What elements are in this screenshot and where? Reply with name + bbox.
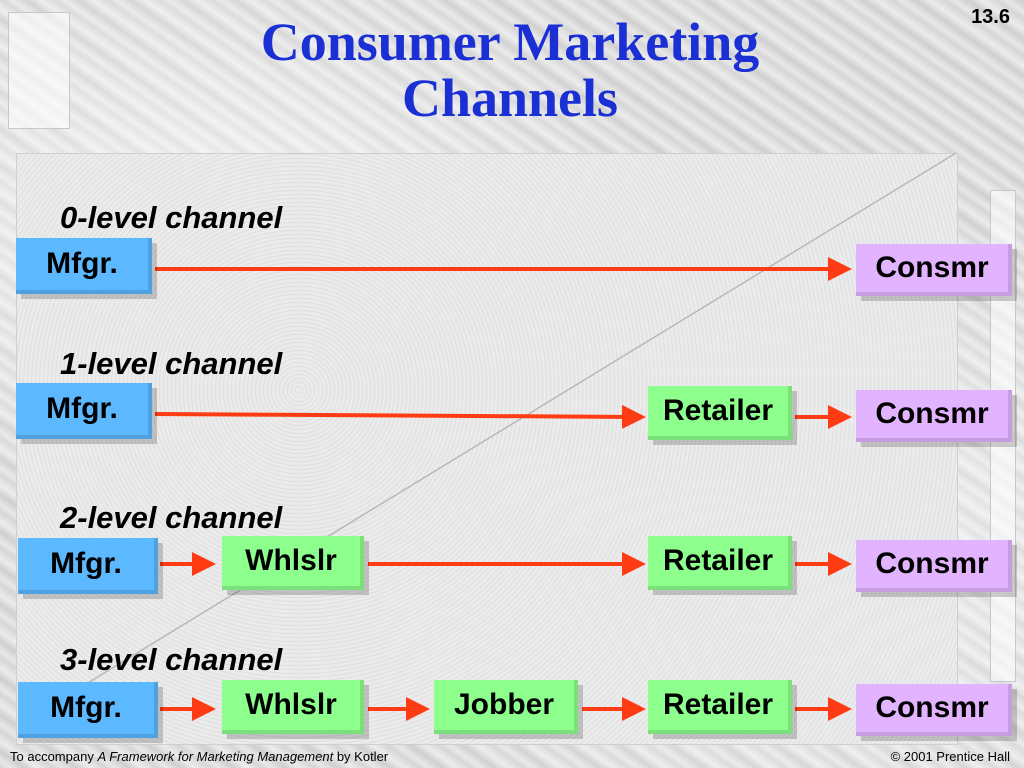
slide-title: Consumer Marketing Channels	[100, 14, 920, 126]
node-l1-retailer: Retailer	[648, 386, 792, 440]
footer-copyright: © 2001 Prentice Hall	[890, 749, 1010, 764]
level-label-0: 0-level channel	[60, 200, 283, 235]
title-line-1: Consumer Marketing	[260, 12, 760, 72]
node-l0-mfgr: Mfgr.	[16, 238, 152, 294]
footer-suffix: by Kotler	[333, 749, 389, 764]
level-label-3: 3-level channel	[60, 642, 283, 677]
footer-book-title: A Framework for Marketing Management	[97, 749, 334, 764]
level-label-1: 1-level channel	[60, 346, 283, 381]
diagram-panel	[16, 153, 958, 745]
node-l3-jobber: Jobber	[434, 680, 578, 734]
node-l3-retailer: Retailer	[648, 680, 792, 734]
node-l3-mfgr: Mfgr.	[18, 682, 158, 738]
level-label-2: 2-level channel	[60, 500, 283, 535]
node-l1-consmr: Consmr	[856, 390, 1012, 442]
footer-citation: To accompany A Framework for Marketing M…	[10, 749, 388, 764]
node-l2-consmr: Consmr	[856, 540, 1012, 592]
node-l2-mfgr: Mfgr.	[18, 538, 158, 594]
node-l3-consmr: Consmr	[856, 684, 1012, 736]
node-l1-mfgr: Mfgr.	[16, 383, 152, 439]
node-l2-whlslr: Whlslr	[222, 536, 364, 590]
decorative-strip-top-left	[8, 12, 70, 129]
node-l3-whlslr: Whlslr	[222, 680, 364, 734]
node-l2-retailer: Retailer	[648, 536, 792, 590]
arrow-l1-mfgr-retailer	[154, 404, 646, 429]
slide-number: 13.6	[971, 6, 1010, 28]
decorative-diagonal-line	[59, 152, 957, 701]
footer-prefix: To accompany	[10, 749, 98, 764]
title-line-2: Channels	[401, 68, 619, 128]
node-l0-consmr: Consmr	[856, 244, 1012, 296]
